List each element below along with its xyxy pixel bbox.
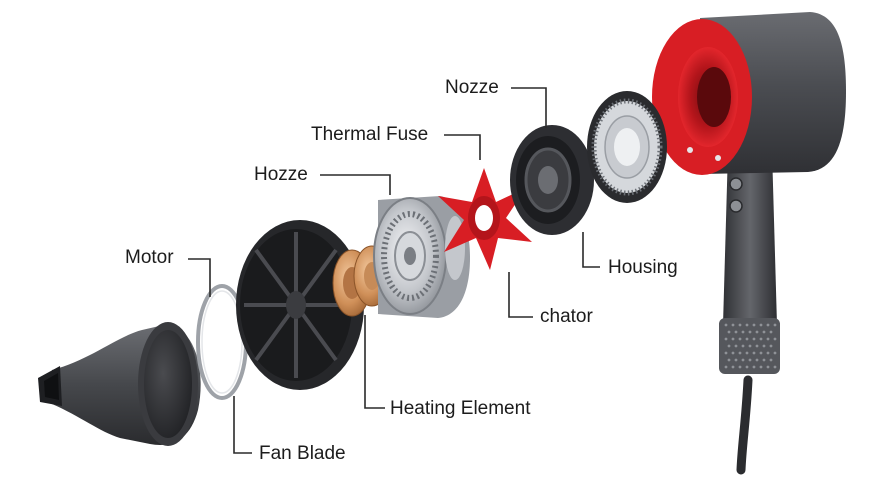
label-chator: chator <box>540 306 593 327</box>
label-fan-blade: Fan Blade <box>259 443 346 464</box>
label-thermal-fuse: Thermal Fuse <box>311 124 429 145</box>
label-housing: Housing <box>608 257 678 278</box>
air-intake-grille <box>719 318 780 374</box>
leader-nozze <box>511 87 547 128</box>
leader-housing <box>582 232 600 268</box>
leader-motor <box>188 258 211 297</box>
fan-blade-disk <box>236 220 364 390</box>
red-impeller <box>438 168 532 270</box>
leader-chator <box>508 272 533 318</box>
label-hozze: Hozze <box>254 164 308 185</box>
control-button-bottom <box>729 199 743 213</box>
leader-fan-blade <box>233 396 252 454</box>
label-nozze: Nozze <box>445 77 499 98</box>
label-motor: Motor <box>125 247 174 268</box>
nozze-front-disk <box>587 91 667 203</box>
label-heating-element: Heating Element <box>390 398 531 419</box>
leader-hozze <box>320 174 391 195</box>
leader-heating-element <box>364 315 385 409</box>
power-cable <box>736 375 753 475</box>
leader-lines <box>188 87 600 454</box>
housing-ring <box>510 125 594 235</box>
control-button-top <box>729 177 743 191</box>
leader-thermal-fuse <box>444 134 481 160</box>
dryer-body <box>652 12 846 475</box>
hozze-fan-cylinder <box>373 196 470 318</box>
concentrator-nozzle <box>38 322 201 446</box>
